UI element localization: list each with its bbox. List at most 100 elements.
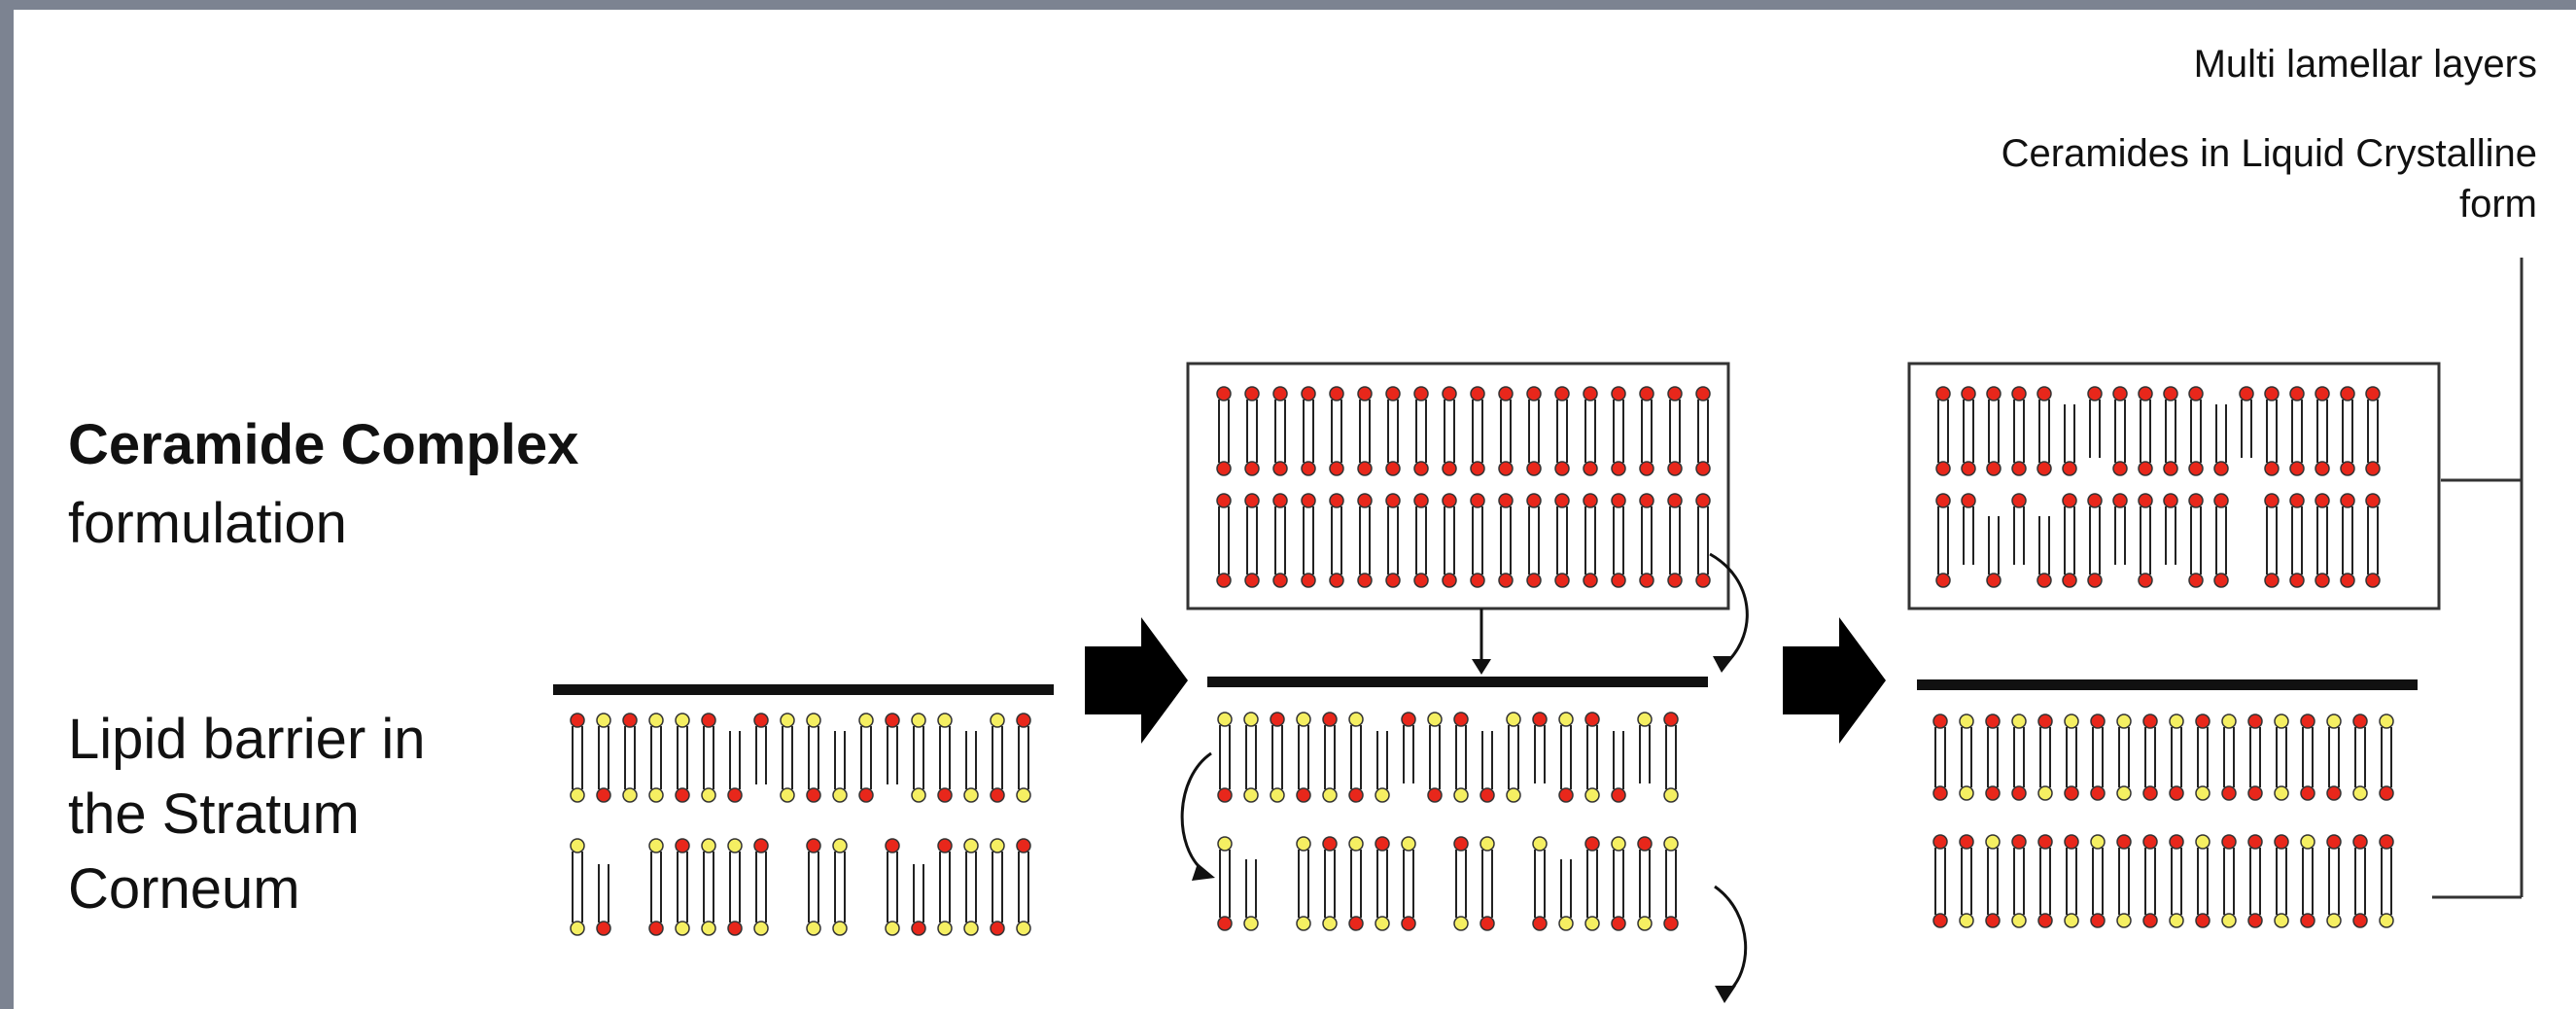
lipid-molecule — [570, 864, 585, 936]
lipid-molecule — [1357, 516, 1373, 588]
lipid-molecule — [2195, 856, 2210, 928]
lipid-molecule — [622, 731, 638, 803]
lipid-molecule — [1961, 404, 1976, 476]
barrier-bar-left — [553, 684, 1054, 695]
lipid-barrier-label: Lipid barrier in the Stratum Corneum — [68, 708, 426, 921]
lipid-molecule — [1413, 516, 1429, 588]
lipid-molecule — [1611, 859, 1626, 931]
lipid-molecule — [1244, 404, 1260, 476]
lipid-molecule — [1611, 516, 1626, 588]
lipid-molecule — [1217, 859, 1233, 931]
lipid-molecule — [1296, 731, 1311, 803]
lipid-molecule — [1985, 731, 2001, 801]
lipid-molecule — [675, 731, 690, 803]
right-arrow-icon — [1783, 617, 1886, 744]
lipid-molecule — [1217, 731, 1233, 803]
lipid-molecule — [2365, 516, 2381, 588]
lipid-molecule — [911, 864, 926, 936]
lipid-molecule — [2112, 493, 2128, 565]
lipid-molecule — [1611, 404, 1626, 476]
lipid-molecule — [937, 731, 953, 803]
lipid-molecule — [1639, 516, 1654, 588]
right-arrow-icon — [1085, 617, 1188, 744]
lipid-molecule — [2274, 856, 2289, 928]
lipid-molecule — [2116, 856, 2132, 928]
lipid-molecule — [780, 731, 795, 803]
lipid-molecule — [1413, 404, 1429, 476]
lipid-molecule — [2036, 404, 2052, 476]
lipid-molecule — [1479, 731, 1495, 803]
lipid-molecule — [885, 864, 900, 936]
lipid-molecule — [2247, 731, 2263, 801]
lipid-molecule — [1470, 516, 1485, 588]
lipid-molecule — [2090, 856, 2106, 928]
lipid-molecule — [1357, 404, 1373, 476]
barrier-bar-right — [1917, 679, 2418, 690]
curved-arrow-icon — [1714, 885, 1748, 995]
lipid-molecule — [2274, 731, 2289, 801]
lipid-molecule — [1639, 404, 1654, 476]
lipid-molecule — [2365, 404, 2381, 476]
lipid-molecule — [1932, 731, 1948, 801]
lipid-molecule — [1470, 404, 1485, 476]
lipid-molecule — [1401, 859, 1416, 931]
lipid-molecule — [1932, 856, 1948, 928]
lipid-molecule — [596, 864, 611, 936]
diagram-canvas — [553, 258, 2524, 1003]
lipid-molecule — [1986, 516, 2002, 588]
lipid-molecule — [2138, 516, 2153, 588]
lipid-molecule — [1016, 731, 1031, 803]
lipid-molecule — [1348, 859, 1364, 931]
lipid-molecule — [2195, 731, 2210, 801]
lipid-molecule — [1558, 731, 1574, 803]
lipid-molecule — [2064, 856, 2079, 928]
lipid-molecule — [596, 731, 611, 803]
lipid-molecule — [2264, 516, 2280, 588]
lipid-molecule — [1322, 731, 1338, 803]
lipid-molecule — [753, 864, 769, 936]
lipid-molecule — [1272, 404, 1288, 476]
lipid-molecule — [937, 864, 953, 936]
lipid-molecule — [1532, 712, 1548, 783]
lipid-molecule — [832, 864, 848, 936]
lipid-molecule — [2188, 516, 2204, 588]
lipid-molecule — [1667, 516, 1683, 588]
lipid-molecule — [2247, 856, 2263, 928]
lipid-molecule — [648, 731, 664, 803]
lipid-molecule — [2169, 856, 2184, 928]
lipid-molecule — [2300, 856, 2315, 928]
lipid-molecule — [1959, 731, 1974, 801]
lipid-molecule — [675, 864, 690, 936]
lipid-molecule — [701, 731, 716, 803]
lipid-molecule — [1216, 516, 1232, 588]
lipid-molecule — [2188, 404, 2204, 476]
lipid-molecule — [885, 713, 900, 784]
lipid-molecule — [2011, 856, 2027, 928]
lipid-molecule — [2087, 516, 2103, 588]
multi-lamellar-label: Multi lamellar layers — [2193, 43, 2537, 86]
ceramide-complex-title: Ceramide Complex — [68, 413, 579, 476]
lipid-molecule — [1959, 856, 1974, 928]
lipid-molecule — [2352, 731, 2368, 801]
lipid-molecule — [1498, 404, 1514, 476]
lipid-molecule — [2326, 856, 2342, 928]
lipid-molecule — [990, 864, 1005, 936]
lipid-molecule — [2087, 386, 2103, 458]
lipid-molecule — [1554, 404, 1570, 476]
lipid-molecule — [1583, 516, 1598, 588]
lipid-molecule — [701, 864, 716, 936]
lipid-molecule — [1558, 859, 1574, 931]
lipid-molecule — [1611, 731, 1626, 803]
lipid-molecule — [911, 731, 926, 803]
lipid-molecule — [1526, 404, 1542, 476]
lipid-molecule — [2340, 404, 2355, 476]
lipid-molecule — [2289, 516, 2305, 588]
lipid-molecule — [1985, 856, 2001, 928]
lipid-molecule — [2221, 856, 2237, 928]
lipid-molecule — [1442, 516, 1457, 588]
lipid-molecule — [832, 731, 848, 803]
lipid-molecule — [2340, 516, 2355, 588]
lipid-molecule — [1401, 712, 1416, 783]
lipid-molecule — [2163, 493, 2178, 565]
lipid-molecule — [2138, 404, 2153, 476]
